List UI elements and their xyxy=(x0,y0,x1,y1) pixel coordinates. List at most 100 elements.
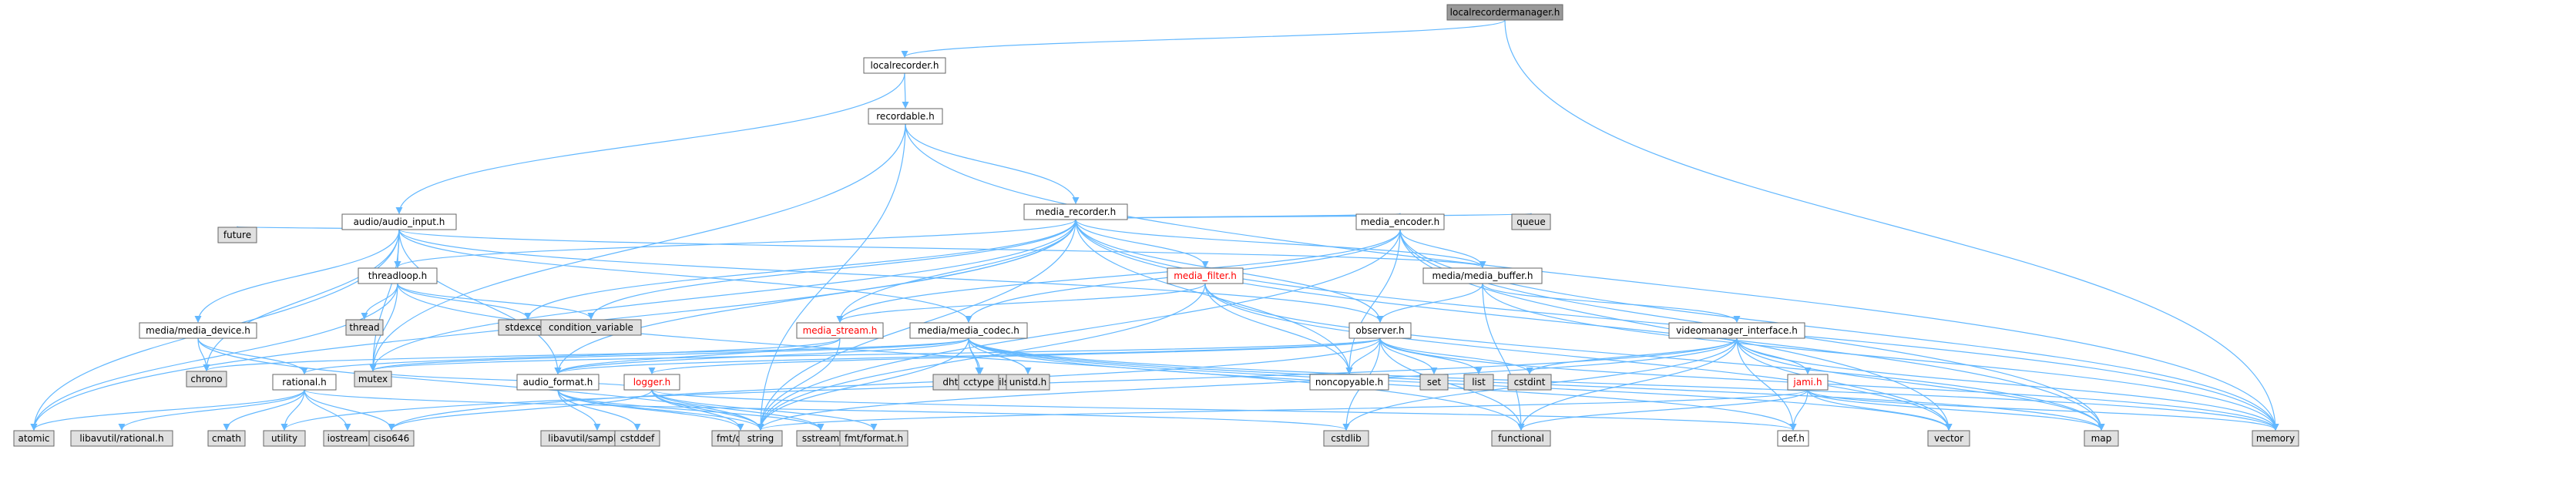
node-label: media/media_codec.h xyxy=(918,325,1019,336)
edge-media_recorder-to-media_filter xyxy=(1075,219,1209,268)
node-label: chrono xyxy=(190,374,222,384)
edge-media_encoder-to-noncopyable xyxy=(1345,229,1401,374)
dependency-nodes: localrecordermanager.h localrecorder.h rec… xyxy=(13,4,2299,447)
node-label: def.h xyxy=(1782,433,1805,444)
node-noncopyable[interactable]: noncopyable.h xyxy=(1309,374,1389,391)
node-label: functional xyxy=(1498,433,1544,444)
node-localrecorder[interactable]: localrecorder.h xyxy=(863,57,946,74)
edge-recordable-to-string xyxy=(757,123,906,431)
node-localrecordermanager[interactable]: localrecordermanager.h xyxy=(1446,4,1563,21)
edge-media_buffer-to-videomanager_interface xyxy=(1482,283,1741,323)
node-list: list xyxy=(1463,374,1494,391)
edge-audio_format-to-libavutil_samplefmt xyxy=(557,389,601,431)
node-label: cctype xyxy=(963,377,994,388)
node-future: future xyxy=(217,227,257,243)
edge-media_recorder-to-media_buffer xyxy=(1075,219,1486,268)
node-label: localrecorder.h xyxy=(871,60,939,71)
node-map: map xyxy=(2084,430,2119,447)
node-media-filter[interactable]: media_filter.h xyxy=(1167,267,1244,284)
node-label: cmath xyxy=(212,433,241,444)
node-box xyxy=(1446,4,1563,21)
node-unistd: unistd.h xyxy=(1006,374,1050,391)
node-recordable[interactable]: recordable.h xyxy=(868,108,943,125)
edge-media_codec-to-mutex xyxy=(369,337,969,371)
node-media-stream[interactable]: media_stream.h xyxy=(796,322,884,339)
edge-threadloop-to-stdexcept xyxy=(397,283,532,320)
node-label: atomic xyxy=(18,433,49,444)
edge-media_buffer-to-observer xyxy=(1376,283,1483,323)
node-media-buffer[interactable]: media/media_buffer.h xyxy=(1422,267,1543,284)
node-functional: functional xyxy=(1491,430,1551,447)
node-label: media/media_device.h xyxy=(146,325,250,336)
edge-audio_input-to-media_codec xyxy=(398,229,972,323)
node-box xyxy=(139,322,257,339)
node-rational[interactable]: rational.h xyxy=(272,374,337,391)
edge-threadloop-to-atomic xyxy=(30,283,398,431)
edge-observer-to-ciso646 xyxy=(388,337,1381,431)
node-videomanager-interface[interactable]: videomanager_interface.h xyxy=(1668,322,1805,339)
node-box xyxy=(1422,267,1543,284)
node-chrono: chrono xyxy=(186,371,227,388)
node-label: string xyxy=(747,433,774,444)
node-box xyxy=(1348,322,1412,339)
node-box xyxy=(70,430,173,447)
edge-audio_format-to-string xyxy=(557,389,764,431)
edge-audio_input-to-media_buffer xyxy=(398,229,1486,268)
edge-observer-to-cstdint xyxy=(1379,337,1533,374)
node-box xyxy=(272,374,337,391)
node-box xyxy=(358,267,438,284)
edge-observer-to-functional xyxy=(1379,337,1525,431)
node-label: rational.h xyxy=(282,377,326,388)
node-media-recorder[interactable]: media_recorder.h xyxy=(1023,203,1128,220)
edge-observer-to-mutex xyxy=(370,337,1381,371)
node-box xyxy=(13,430,55,447)
node-thread: thread xyxy=(345,319,384,336)
node-label: stdexcept xyxy=(505,322,551,333)
node-box xyxy=(1777,430,1809,447)
node-audio-input[interactable]: audio/audio_input.h xyxy=(341,213,457,230)
node-observer[interactable]: observer.h xyxy=(1348,322,1412,339)
node-logger[interactable]: logger.h xyxy=(623,374,680,391)
edge-media_filter-to-noncopyable xyxy=(1204,283,1353,374)
node-label: cstdlib xyxy=(1331,433,1361,444)
node-cctype: cctype xyxy=(958,374,999,391)
node-media-encoder[interactable]: media_encoder.h xyxy=(1355,213,1445,230)
node-box xyxy=(217,227,257,243)
edge-media_device-to-rational xyxy=(197,337,308,374)
edge-media_recorder-to-audio_format xyxy=(554,219,1076,374)
edge-media_stream-to-audio_format xyxy=(554,337,841,374)
node-cmath: cmath xyxy=(207,430,246,447)
node-media-codec[interactable]: media/media_codec.h xyxy=(909,322,1028,339)
node-audio-format[interactable]: audio_format.h xyxy=(516,374,599,391)
node-libavutil-rational: libavutil/rational.h xyxy=(70,430,173,447)
node-media-device[interactable]: media/media_device.h xyxy=(139,322,257,339)
edge-media_buffer-to-functional xyxy=(1482,283,1525,431)
node-label: set xyxy=(1427,377,1442,388)
node-label: media_encoder.h xyxy=(1361,217,1440,227)
node-label: mutex xyxy=(358,374,388,384)
node-box xyxy=(909,322,1028,339)
edge-media_recorder-to-condition_variable xyxy=(587,219,1076,320)
node-mutex: mutex xyxy=(354,371,392,388)
node-box xyxy=(958,374,999,391)
edge-media_codec-to-chrono xyxy=(203,337,969,371)
node-threadloop[interactable]: threadloop.h xyxy=(358,267,438,284)
edge-observer-to-set xyxy=(1379,337,1438,374)
node-box xyxy=(614,430,660,447)
node-box xyxy=(263,430,306,447)
edge-jami-to-string xyxy=(757,389,1809,431)
node-label: memory xyxy=(2256,433,2295,444)
edge-localrecorder-to-audio_input xyxy=(395,72,905,214)
node-string: string xyxy=(738,430,783,447)
node-box xyxy=(2084,430,2119,447)
node-jami[interactable]: jami.h xyxy=(1787,374,1829,391)
node-label: list xyxy=(1472,377,1486,388)
edge-media_buffer-to-memory xyxy=(1482,283,2279,431)
node-cstdint: cstdint xyxy=(1507,374,1552,391)
edge-threadloop-to-mutex xyxy=(369,283,398,371)
node-def[interactable]: def.h xyxy=(1777,430,1809,447)
node-memory: memory xyxy=(2252,430,2299,447)
node-label: future xyxy=(223,230,251,240)
edge-audio_input-to-media_device xyxy=(194,229,400,323)
